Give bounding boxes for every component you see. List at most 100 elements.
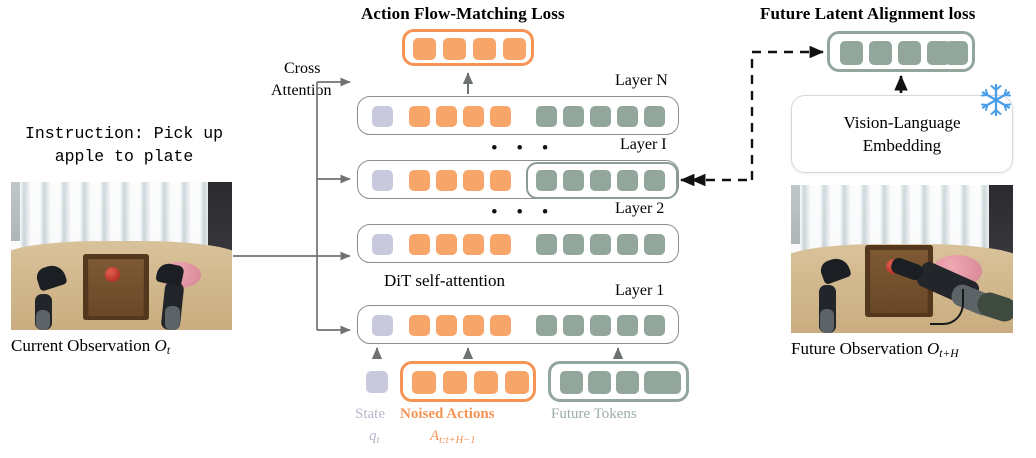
future-token xyxy=(563,106,584,127)
input-label-noised-actions: Noised Actions xyxy=(400,406,495,422)
layer-label-n: Layer N xyxy=(615,72,668,89)
action-token xyxy=(463,234,484,255)
caption-current-observation: Current Observation Ot xyxy=(11,336,170,357)
action-token xyxy=(490,315,511,336)
input-label-noised-actions-symbol: At:t+H−1 xyxy=(430,428,476,446)
action-token xyxy=(436,234,457,255)
output-action-token xyxy=(503,38,526,60)
state-token xyxy=(372,170,393,191)
action-token xyxy=(436,170,457,191)
action-token xyxy=(463,106,484,127)
state-symbol: q xyxy=(369,428,377,444)
future-token xyxy=(590,315,611,336)
output-action-token xyxy=(443,38,466,60)
snowflake-icon xyxy=(981,83,1011,117)
noised-action-token xyxy=(412,371,436,394)
future-token xyxy=(644,315,665,336)
output-action-token xyxy=(413,38,436,60)
future-token xyxy=(563,315,584,336)
action-token xyxy=(436,106,457,127)
future-token xyxy=(536,170,557,191)
vl-line-2: Embedding xyxy=(862,136,942,155)
layer-label-1: Layer 1 xyxy=(615,282,665,299)
action-token xyxy=(490,234,511,255)
target-future-token xyxy=(945,41,968,65)
future-token xyxy=(563,170,584,191)
future-token xyxy=(644,234,665,255)
future-token xyxy=(617,315,638,336)
future-token xyxy=(590,106,611,127)
cross-attention-label-line-1: Cross xyxy=(284,60,321,77)
noised-action-token xyxy=(443,371,467,394)
input-future-token xyxy=(616,371,639,394)
target-future-token xyxy=(869,41,892,65)
dit-self-attention-label: DiT self-attention xyxy=(384,271,506,290)
caption-current-subscript: t xyxy=(166,345,171,357)
title-action-flow-matching-loss: Action Flow-Matching Loss xyxy=(361,4,565,23)
ellipsis-lower: • • • xyxy=(491,202,556,223)
state-token xyxy=(372,315,393,336)
layer-label-i: Layer I xyxy=(620,136,667,153)
future-token xyxy=(536,234,557,255)
caption-current-observation-text: Current Observation xyxy=(11,336,151,355)
caption-current-symbol: O xyxy=(154,336,167,355)
output-action-token xyxy=(473,38,496,60)
action-token xyxy=(409,170,430,191)
target-future-token xyxy=(927,41,950,65)
current-observation-image xyxy=(11,182,232,330)
layer-row-i xyxy=(357,160,679,199)
future-observation-image xyxy=(791,185,1013,333)
instruction-line-1: Instruction: Pick up xyxy=(24,124,224,143)
noised-actions-box xyxy=(400,361,536,402)
future-token xyxy=(536,106,557,127)
future-token xyxy=(644,106,665,127)
caption-future-observation-text: Future Observation xyxy=(791,339,923,358)
state-token xyxy=(372,234,393,255)
future-tokens-box xyxy=(548,361,689,402)
noised-actions-subscript: t:t+H−1 xyxy=(439,435,476,446)
layer-row-1 xyxy=(357,305,679,344)
noised-action-token xyxy=(474,371,498,394)
future-token xyxy=(617,234,638,255)
title-future-latent-alignment-loss: Future Latent Alignment loss xyxy=(760,4,976,23)
noised-actions-symbol: A xyxy=(430,428,440,444)
target-future-token xyxy=(898,41,921,65)
ellipsis-upper: • • • xyxy=(491,138,556,159)
noised-action-token xyxy=(505,371,529,394)
future-token xyxy=(536,315,557,336)
layer-row-n xyxy=(357,96,679,135)
action-token xyxy=(463,170,484,191)
input-label-future-tokens: Future Tokens xyxy=(551,406,637,422)
action-token xyxy=(409,106,430,127)
input-state-token xyxy=(366,371,388,393)
future-token xyxy=(563,234,584,255)
input-future-token xyxy=(560,371,583,394)
action-token xyxy=(409,234,430,255)
caption-future-subscript: t+H xyxy=(939,348,959,360)
input-future-token xyxy=(588,371,611,394)
input-future-token xyxy=(658,371,681,394)
action-token xyxy=(463,315,484,336)
action-output-token-box xyxy=(402,29,534,66)
input-label-state: State xyxy=(355,406,385,422)
input-label-state-symbol: qt xyxy=(369,428,379,446)
target-future-token xyxy=(840,41,863,65)
caption-future-symbol: O xyxy=(926,339,940,358)
state-subscript: t xyxy=(376,435,380,446)
future-token xyxy=(617,106,638,127)
state-token xyxy=(372,106,393,127)
caption-future-observation: Future Observation Ot+H xyxy=(791,339,959,360)
future-token-highlight-box xyxy=(526,162,678,199)
layer-row-2 xyxy=(357,224,679,263)
action-token xyxy=(409,315,430,336)
vision-language-embedding-text: Vision-Language Embedding xyxy=(844,111,961,157)
future-token xyxy=(590,234,611,255)
action-token xyxy=(490,170,511,191)
vl-line-1: Vision-Language xyxy=(843,113,961,132)
future-latent-target-box xyxy=(827,31,975,72)
instruction-line-2: apple to plate xyxy=(54,147,194,166)
action-token xyxy=(490,106,511,127)
future-token xyxy=(644,170,665,191)
layer-label-2: Layer 2 xyxy=(615,200,665,217)
cross-attention-label-line-2: Attention xyxy=(271,82,332,99)
